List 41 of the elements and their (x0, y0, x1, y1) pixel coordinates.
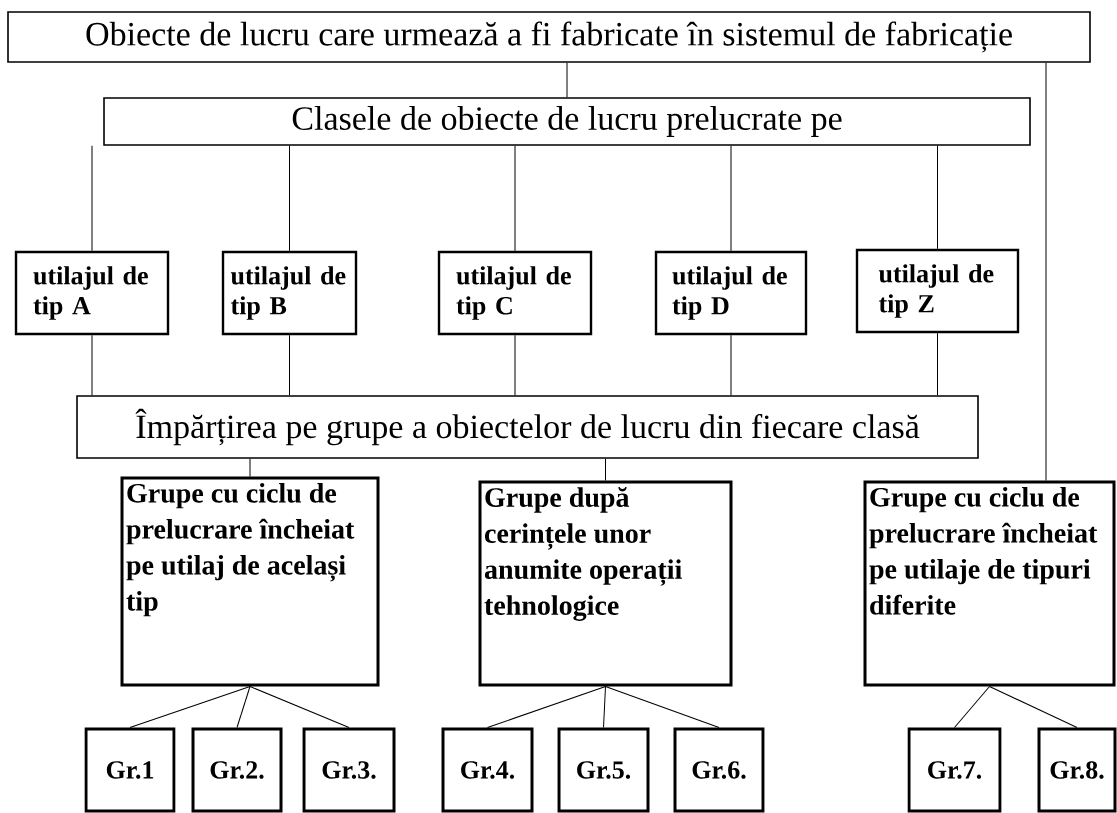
connector-line (937, 145, 938, 250)
connector-line (289, 145, 290, 252)
group-box: Grupe cu ciclu de prelucrare încheiat pe utilaje de tipuri diferite (863, 480, 1116, 687)
connector-line (954, 686, 990, 728)
connector-line (289, 334, 290, 396)
machine-box: utilajul de tip Z (855, 248, 1020, 334)
machine-box: utilajul de tip B (221, 250, 358, 336)
group-number-box: Gr.3. (302, 727, 396, 813)
group-number-box: Gr.2. (191, 727, 283, 813)
machine-box: utilajul de tip D (654, 250, 808, 336)
connector-line (129, 686, 251, 728)
connector-line (487, 686, 606, 728)
connector-line (1045, 62, 1047, 481)
machine-box: utilajul de tip C (437, 250, 593, 336)
group-number-box: Gr.1 (84, 727, 176, 813)
connector-line (514, 334, 516, 396)
connector-line (566, 62, 568, 98)
machine-box: utilajul de tip A (14, 250, 170, 336)
connector-line (605, 686, 720, 728)
connector-line (249, 686, 350, 728)
group-number-box: Gr.5. (557, 727, 650, 813)
connector-line (605, 458, 606, 481)
connector-line (514, 145, 516, 252)
box: Obiecte de lucru care urmează a fi fabricate în sistemul de fabricație (7, 11, 1091, 63)
connector-line (937, 332, 938, 396)
box: Împărțirea pe grupe a obiectelor de lucru din fiecare clasă (76, 395, 979, 459)
connector-line (603, 686, 606, 728)
connector-line (236, 686, 251, 728)
group-box: Grupe după cerințele unor anumite operații tehnologice (478, 480, 733, 687)
group-number-box: Gr.4. (441, 727, 534, 813)
group-number-box: Gr.6. (673, 727, 765, 813)
group-number-box: Gr.8. (1037, 727, 1117, 813)
group-number-box: Gr.7. (907, 727, 1002, 813)
connector-line (989, 686, 1078, 728)
connector-line (730, 145, 732, 252)
connector-line (91, 145, 93, 252)
connector-line (249, 458, 251, 477)
connector-line (730, 334, 732, 396)
connector-line (91, 334, 93, 396)
group-box: Grupe cu ciclu de prelucrare încheiat pe utilaj de același tip (120, 476, 380, 687)
box: Clasele de obiecte de lucru prelucrate pe (103, 97, 1031, 146)
